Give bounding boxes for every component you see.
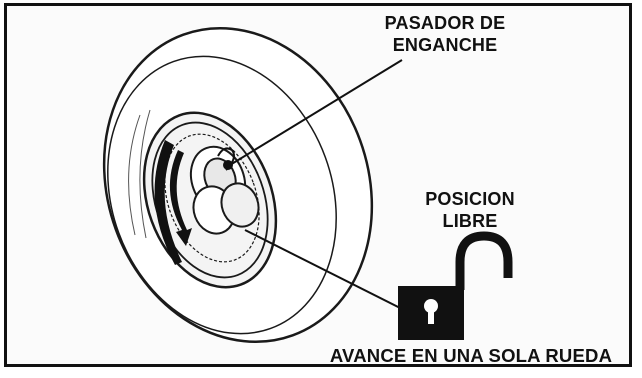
tire-shading [128, 109, 151, 239]
hitch-pin-label-line2: ENGANCHE [392, 35, 498, 55]
closed-padlock-icon [398, 286, 464, 340]
free-position-leader-line [244, 229, 421, 319]
free-position-label-line1: POSICION [425, 189, 515, 209]
hitch-pin-label: PASADOR DE ENGANCHE [370, 12, 520, 56]
free-position-label-line2: LIBRE [442, 211, 498, 231]
hitch-pin-label-line1: PASADOR DE [384, 13, 506, 33]
pin-leader-line [229, 59, 403, 166]
single-wheel-drive-label: AVANCE EN UNA SOLA RUEDA [329, 345, 613, 366]
open-padlock-icon [455, 231, 513, 290]
rotation-arrow [169, 150, 192, 246]
free-position-label: POSICION LIBRE [400, 188, 540, 232]
rim-shadow [154, 140, 182, 265]
